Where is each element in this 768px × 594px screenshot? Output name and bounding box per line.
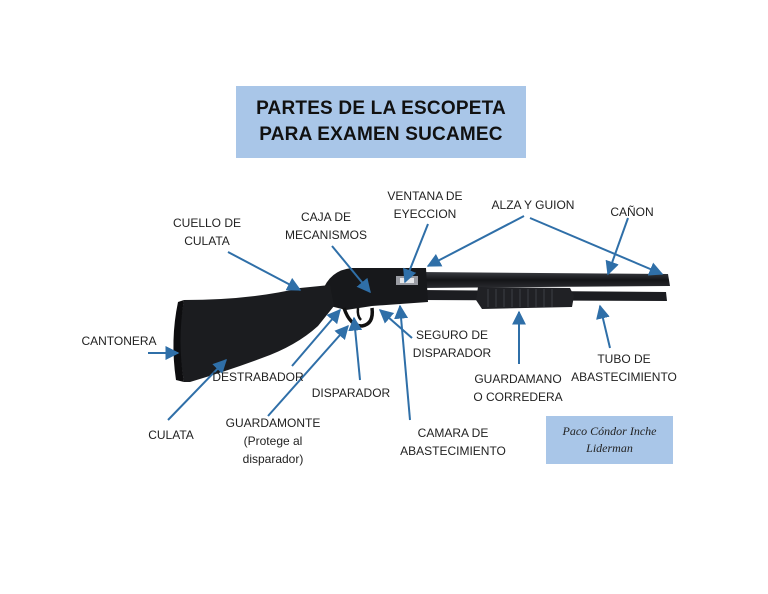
arrow-alza-left [426, 215, 525, 267]
arrow-destrabador [291, 308, 341, 367]
label-cantonera: CANTONERA [81, 334, 157, 348]
label-seguro-de-disparador: SEGURO DE DISPARADOR [412, 328, 492, 360]
author-box: Paco Cóndor Inche Liderman [546, 416, 673, 464]
barrel-shape [420, 272, 670, 288]
arrow-canon [605, 217, 629, 276]
label-ventana-de-eyeccion: VENTANA DE EYECCION [387, 189, 463, 221]
label-caja-de-mecanismos: CAJA DE MECANISMOS [284, 210, 367, 242]
arrow-caja-de-mecanismos [331, 245, 371, 294]
shotgun-illustration [173, 268, 670, 382]
arrow-culata [167, 358, 227, 421]
arrow-cuello-de-culata [227, 251, 302, 291]
stock-shape [180, 285, 334, 382]
label-alza-y-guion: ALZA Y GUION [491, 198, 575, 212]
label-culata: CULATA [148, 428, 194, 442]
arrow-tubo-de-abastecimiento [596, 304, 611, 349]
label-canon: CAÑON [610, 205, 654, 219]
label-cuello-de-culata: CUELLO DE CULATA [172, 216, 242, 248]
arrow-alza-right [529, 217, 664, 276]
label-guardamano-o-corredera: GUARDAMANO O CORREDERA [473, 372, 563, 404]
label-destrabador: DESTRABADOR [212, 370, 304, 384]
label-guardamonte: GUARDAMONTE (Protege al disparador) [225, 416, 321, 466]
trigger-shape [356, 307, 362, 321]
receiver-shape [322, 268, 428, 310]
author-line-2: Liderman [586, 441, 633, 455]
label-disparador: DISPARADOR [311, 386, 391, 400]
arrow-camara-de-abastecimiento [394, 304, 411, 421]
buttpad-shape [173, 300, 184, 382]
label-tubo-de-abastecimiento: TUBO DE ABASTECIMIENTO [571, 352, 677, 384]
arrow-ventana-de-eyeccion [403, 223, 429, 284]
author-line-1: Paco Cóndor Inche [562, 424, 657, 438]
label-camara-de-abastecimiento: CAMARA DE ABASTECIMIENTO [400, 426, 506, 458]
title-line-1: PARTES DE LA ESCOPETA [256, 98, 506, 119]
arrow-disparador [348, 316, 363, 381]
forend-shape [476, 287, 574, 309]
title-line-2: PARA EXAMEN SUCAMEC [259, 124, 503, 145]
arrow-guardamonte [267, 324, 349, 417]
title-box: PARTES DE LA ESCOPETA PARA EXAMEN SUCAME… [236, 86, 526, 158]
arrow-seguro-de-disparador [378, 309, 413, 339]
